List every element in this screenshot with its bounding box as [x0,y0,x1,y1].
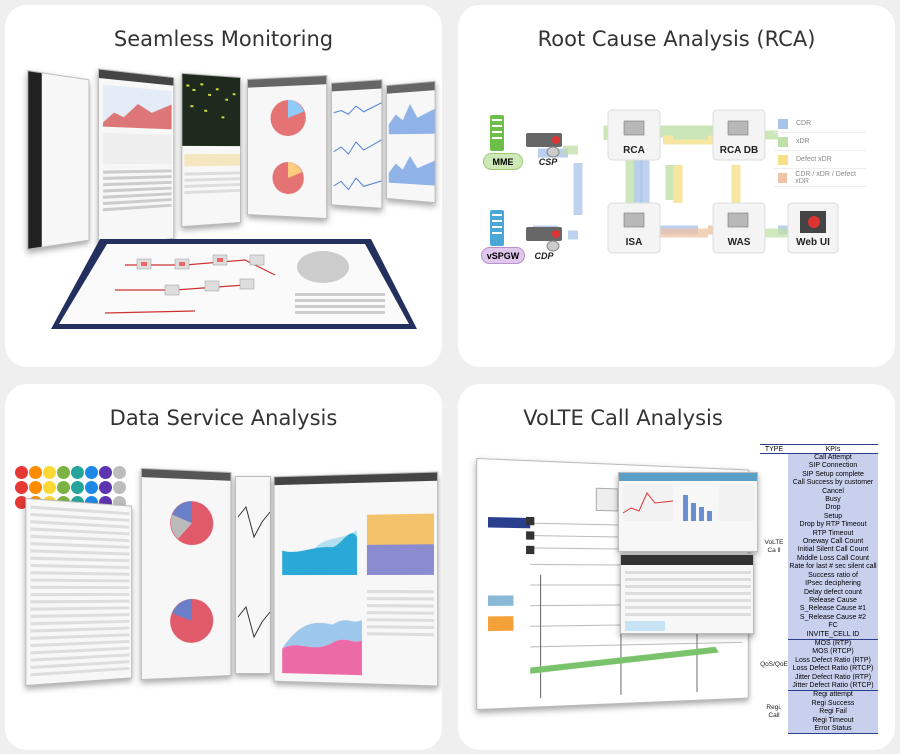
csp-label: CSP [518,157,578,167]
legend-item: CDR / xDR / Defect xDR [774,169,866,187]
web-ui-label: Web UI [783,237,843,248]
kpi-cell: Middle Loss Call Count [788,555,878,563]
was-label: WAS [709,237,769,248]
data-table-screen [25,498,132,686]
area-chart-screen [274,472,438,687]
kpi-cell: Loss Defect Ratio (RTCP) [788,665,878,673]
kpi-cell: SIP Setup complete [788,471,878,479]
kpi-row: QoS/QoEMOS (RTP) [760,639,878,648]
kpi-cell: Release Cause [788,597,878,605]
kpi-cell: Initial Silent Call Count [788,546,878,554]
kpi-table: TYPE KPIs VoLTE Ca llCall AttemptSIP Con… [760,444,878,734]
kpi-cell: IPsec deciphering [788,580,878,588]
mini-chart-screen [235,476,271,674]
data-service-panel: Data Service Analysis [5,384,442,750]
kpi-cell: Regi Success [788,700,878,708]
kpi-row: Regi. CallRegi attempt [760,691,878,700]
data-service-title: Data Service Analysis [5,406,442,430]
kpi-cell: Call Success by customer [788,479,878,487]
kpi-cell: Cancel [788,488,878,496]
kpi-cell: Success ratio of [788,572,878,580]
monitoring-title: Seamless Monitoring [5,27,442,51]
legend-item: CDR [774,115,866,133]
detail-screen [620,554,754,634]
kpi-cell: Regi Timeout [788,717,878,725]
kpi-cell: Setup [788,513,878,521]
kpi-cell: Jitter Defect Ratio (RTCP) [788,682,878,691]
kpi-cell: Regi Fail [788,708,878,716]
kpi-cell: Call Attempt [788,454,878,463]
monitoring-panel: Seamless Monitoring [5,5,442,367]
kpi-cell: Loss Defect Ratio (RTP) [788,657,878,665]
legend-item: Defect xDR [774,151,866,169]
stats-screen [618,472,758,552]
kpi-cell: Rate for last # sec silent call [788,563,878,571]
kpi-cell: Drop by RTP Timeout [788,521,878,529]
kpi-cell: Regi attempt [788,691,878,700]
rca-db-label: RCA DB [709,145,769,156]
volte-title: VoLTE Call Analysis [498,406,748,430]
kpis-header: KPIs [788,445,878,454]
kpi-table-body: VoLTE Ca llCall AttemptSIP ConnectionSIP… [760,454,878,734]
kpi-type-cell: QoS/QoE [760,639,788,690]
kpi-row: VoLTE Ca llCall Attempt [760,454,878,463]
legend-item: xDR [774,133,866,151]
kpi-cell: MOS (RTP) [788,639,878,648]
mme-node: MME [483,153,523,170]
topology-display [45,235,425,335]
kpi-cell: Jitter Defect Ratio (RTP) [788,674,878,682]
rca-legend: CDR xDR Defect xDR CDR / xDR / Defect xD… [774,115,866,187]
kpi-cell: Drop [788,504,878,512]
kpi-cell: S_Release Cause #2 [788,614,878,622]
pie-chart-screen [141,468,232,680]
kpi-cell: FC [788,622,878,630]
kpi-cell: S_Release Cause #1 [788,605,878,613]
type-header: TYPE [760,445,788,454]
cdp-label: CDP [514,251,574,261]
kpi-cell: MOS (RTCP) [788,648,878,656]
kpi-cell: SIP Connection [788,462,878,470]
kpi-cell: Error Status [788,725,878,734]
kpi-cell: RTP Timeout [788,530,878,538]
kpi-type-cell: Regi. Call [760,691,788,734]
kpi-cell: Busy [788,496,878,504]
kpi-cell: INVITE_CELL ID [788,631,878,640]
rca-label: RCA [604,145,664,156]
rca-panel: Root Cause Analysis (RCA) [458,5,895,367]
kpi-cell: Delay defect count [788,589,878,597]
kpi-type-cell: VoLTE Ca ll [760,454,788,640]
kpi-cell: Oneway Call Count [788,538,878,546]
volte-panel: VoLTE Call Analysis TYPE [458,384,895,750]
isa-label: ISA [604,237,664,248]
